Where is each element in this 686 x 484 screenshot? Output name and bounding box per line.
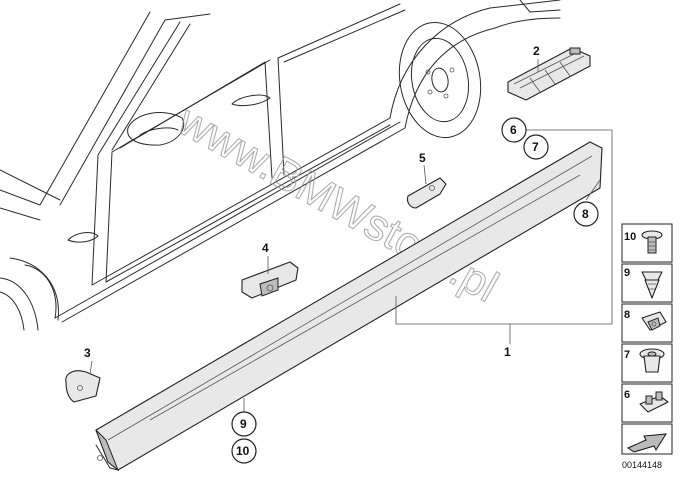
callout-6: 6 [501, 117, 527, 143]
legend-item-grommet: 7 [621, 343, 673, 383]
callout-1-label: 1 [504, 345, 511, 359]
callout-6-label: 6 [510, 123, 517, 137]
legend-label-7: 7 [624, 349, 630, 361]
arrow-icon [626, 433, 667, 453]
clip-part-3 [65, 370, 101, 403]
callout-10-label: 10 [236, 444, 250, 458]
callout-1: 1 [504, 345, 511, 359]
callout-2: 2 [533, 44, 540, 58]
callout-10: 10 [231, 438, 257, 464]
callout-3-label: 3 [84, 346, 91, 360]
leader-lines [89, 59, 613, 420]
watermark-text: www.BMWstore.pl [169, 95, 506, 311]
diagram-id: 00144148 [622, 460, 662, 470]
legend-item-holder: 6 [621, 383, 673, 423]
callout-4: 4 [262, 241, 269, 255]
legend-item-clip-nut: 8 [621, 303, 673, 343]
legend-label-10: 10 [624, 231, 636, 243]
callout-3: 3 [84, 346, 91, 360]
legend-arrow-box [621, 423, 673, 455]
legend-label-6: 6 [624, 389, 630, 401]
legend-panel: 10 9 8 7 [621, 223, 673, 455]
callout-7: 7 [523, 134, 549, 160]
callout-2-label: 2 [533, 44, 540, 58]
callout-7-label: 7 [532, 140, 539, 154]
callout-8: 8 [573, 201, 599, 227]
legend-label-9: 9 [624, 267, 630, 279]
callout-9: 9 [231, 411, 257, 437]
clip-part-5 [406, 177, 447, 209]
legend-item-screw: 10 [621, 223, 673, 263]
car-body-outline [0, 0, 561, 331]
callout-8-label: 8 [582, 207, 589, 221]
bracket-part-4 [241, 261, 299, 299]
legend-item-rivet: 9 [621, 263, 673, 303]
callout-5-label: 5 [419, 151, 426, 165]
bracket-part [507, 47, 591, 101]
side-skirt-part [95, 141, 603, 472]
callout-5: 5 [419, 151, 426, 165]
callout-4-label: 4 [262, 241, 269, 255]
legend-label-8: 8 [624, 309, 630, 321]
callout-9-label: 9 [240, 417, 247, 431]
